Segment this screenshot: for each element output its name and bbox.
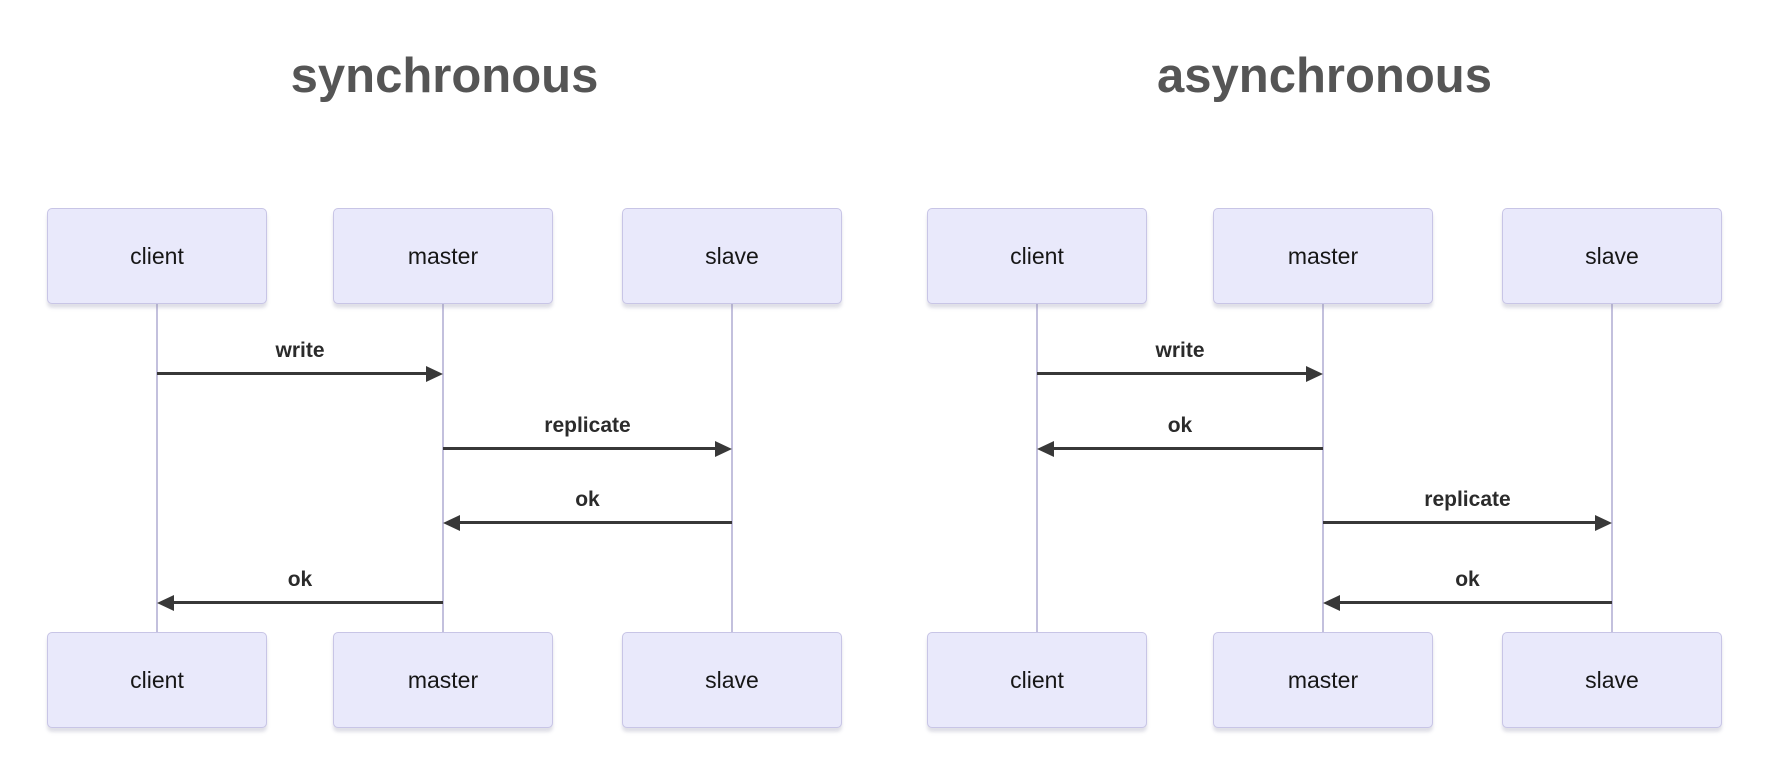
actor-box-bottom-master: master bbox=[333, 632, 553, 728]
actor-box-top-slave: slave bbox=[622, 208, 842, 304]
actor-box-bottom-client: client bbox=[47, 632, 267, 728]
actor-box-top-master: master bbox=[333, 208, 553, 304]
message-label: write bbox=[1155, 339, 1205, 362]
actor-label: slave bbox=[1585, 242, 1639, 269]
actor-box-bottom-slave: slave bbox=[1502, 632, 1722, 728]
actor-box-top-client: client bbox=[927, 208, 1147, 304]
actor-box-top-client: client bbox=[47, 208, 267, 304]
diagram-title: asynchronous bbox=[1157, 49, 1492, 103]
diagram-title: synchronous bbox=[290, 49, 599, 103]
actor-box-top-slave: slave bbox=[1502, 208, 1722, 304]
arrowhead-icon bbox=[157, 594, 174, 611]
message-arrow-line bbox=[1037, 372, 1310, 375]
actor-label: master bbox=[1287, 666, 1359, 693]
message-label: write bbox=[275, 339, 325, 362]
message-arrow-line bbox=[170, 601, 443, 604]
sequence-diagram-asynchronous: asynchronous client client master master sla… bbox=[927, 0, 1722, 776]
actor-label: client bbox=[1010, 242, 1064, 269]
actor-box-top-master: master bbox=[1213, 208, 1433, 304]
message-label: replicate bbox=[1424, 488, 1511, 511]
lifeline-client bbox=[1036, 304, 1038, 633]
actor-label: slave bbox=[705, 242, 759, 269]
actor-label: master bbox=[407, 666, 479, 693]
lifeline-master bbox=[1322, 304, 1324, 633]
arrowhead-icon bbox=[443, 514, 460, 531]
message-arrow-line bbox=[157, 372, 430, 375]
actor-label: client bbox=[1010, 666, 1064, 693]
arrowhead-icon bbox=[1323, 594, 1340, 611]
actor-box-bottom-slave: slave bbox=[622, 632, 842, 728]
lifeline-client bbox=[156, 304, 158, 633]
message-arrow-line bbox=[1323, 521, 1599, 524]
arrowhead-icon bbox=[1306, 365, 1323, 382]
message-arrow-line bbox=[1336, 601, 1612, 604]
actor-box-bottom-client: client bbox=[927, 632, 1147, 728]
message-label: ok bbox=[1455, 568, 1480, 591]
actor-label: master bbox=[1287, 242, 1359, 269]
message-label: ok bbox=[575, 488, 600, 511]
message-arrow-line bbox=[456, 521, 732, 524]
actor-box-bottom-master: master bbox=[1213, 632, 1433, 728]
lifeline-master bbox=[442, 304, 444, 633]
message-arrow-line bbox=[1050, 447, 1323, 450]
message-label: ok bbox=[1167, 414, 1193, 437]
arrowhead-icon bbox=[1595, 514, 1612, 531]
actor-label: master bbox=[407, 242, 479, 269]
sequence-diagram-synchronous: synchronous client client master master slav… bbox=[47, 0, 842, 776]
actor-label: client bbox=[130, 666, 184, 693]
message-arrow-line bbox=[443, 447, 719, 450]
actor-label: slave bbox=[705, 666, 759, 693]
arrowhead-icon bbox=[715, 440, 732, 457]
message-label: ok bbox=[287, 568, 313, 591]
actor-label: slave bbox=[1585, 666, 1639, 693]
arrowhead-icon bbox=[426, 365, 443, 382]
message-label: replicate bbox=[544, 414, 631, 437]
lifeline-slave bbox=[1611, 304, 1613, 633]
arrowhead-icon bbox=[1037, 440, 1054, 457]
lifeline-slave bbox=[731, 304, 733, 633]
actor-label: client bbox=[130, 242, 184, 269]
